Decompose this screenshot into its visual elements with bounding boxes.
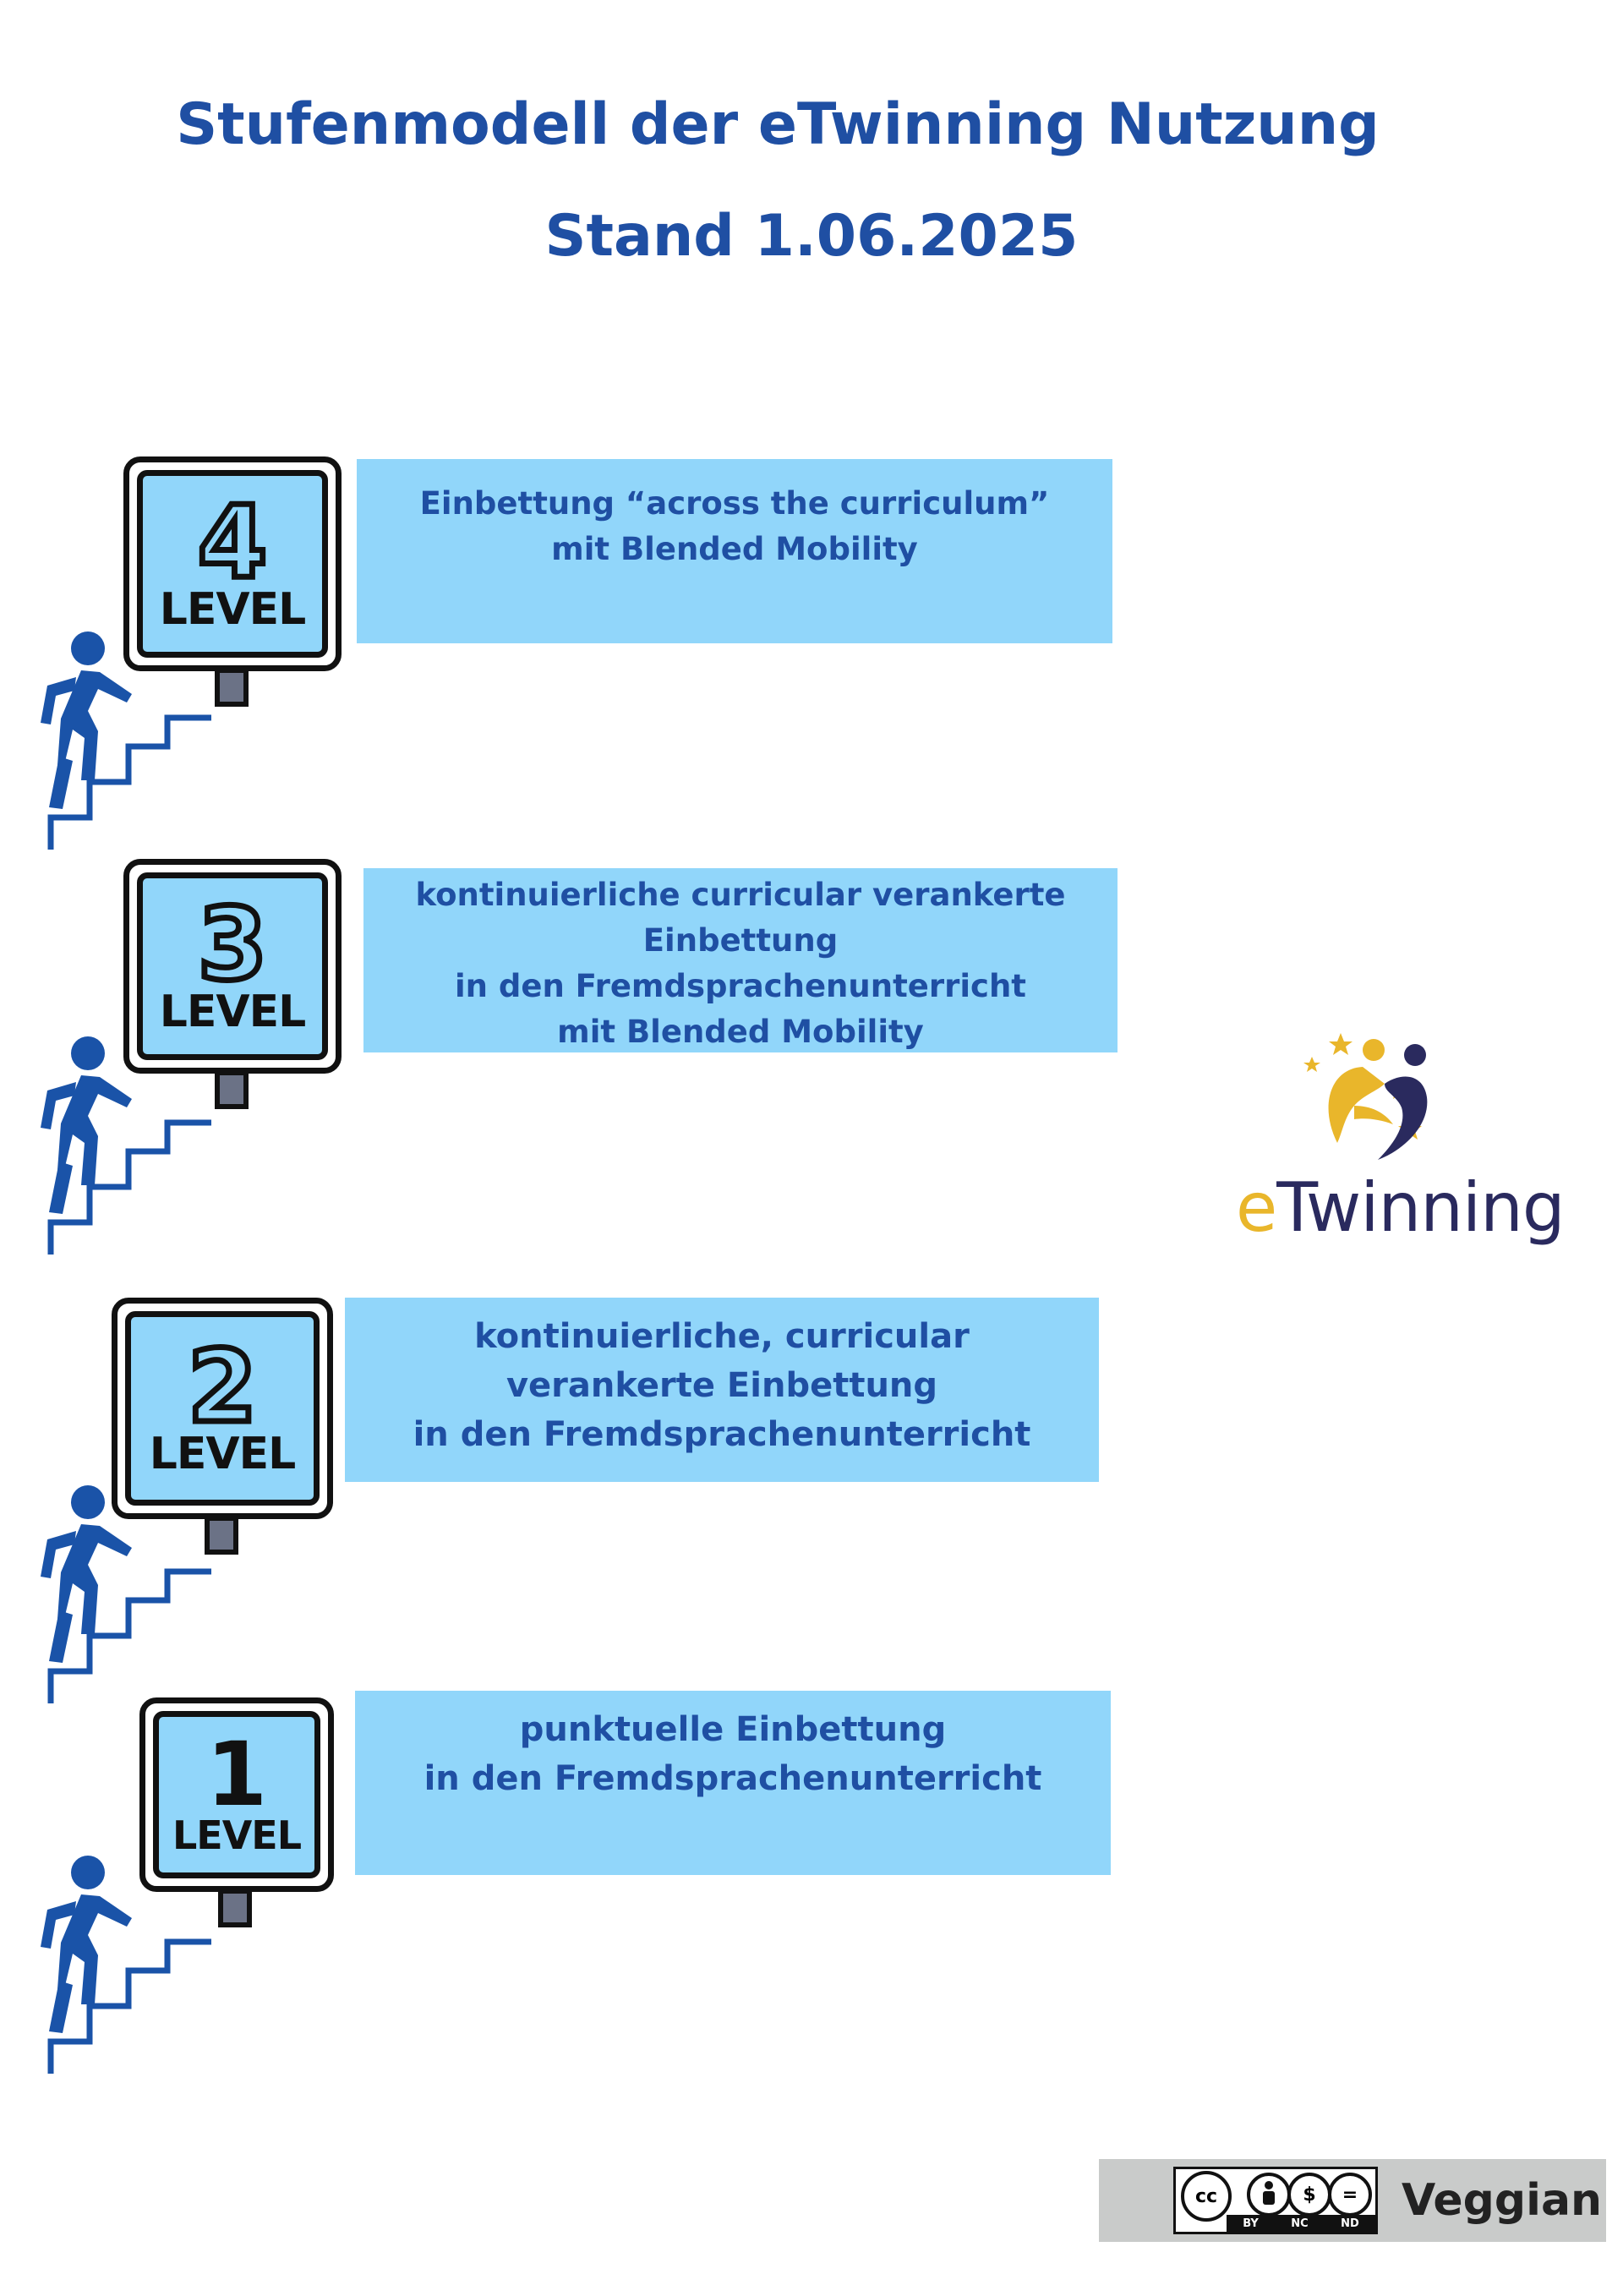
level-2-sign-post xyxy=(205,1516,238,1555)
noderivatives-icon: = xyxy=(1328,2173,1372,2217)
level-2-sign: 2 LEVEL xyxy=(112,1298,333,1519)
noncommercial-icon: $ xyxy=(1287,2173,1331,2217)
page-subtitle: Stand 1.06.2025 xyxy=(544,203,1079,270)
level-4-description-box: Einbettung “across the curriculum” mit B… xyxy=(357,459,1112,643)
cc-circle: cc xyxy=(1181,2171,1232,2222)
etwinning-wordmark: eTwinning xyxy=(1236,1168,1566,1247)
level-2-description: kontinuierliche, curricular verankerte E… xyxy=(413,1317,1031,1454)
level-1-sign: 1 LEVEL xyxy=(139,1697,334,1892)
level-4-sign: 4 LEVEL xyxy=(123,456,342,671)
creative-commons-icon: cc $ = BY NC ND xyxy=(1173,2167,1378,2234)
license-author: Veggian xyxy=(1402,2175,1603,2226)
level-2-label: LEVEL xyxy=(149,1429,297,1480)
level-2-description-box: kontinuierliche, curricular verankerte E… xyxy=(345,1298,1099,1482)
walking-upstairs-icon xyxy=(41,1036,211,1255)
level-1-description-box: punktuelle Einbettung in den Fremdsprach… xyxy=(355,1691,1111,1875)
level-1-number: 1 xyxy=(205,1723,268,1827)
level-3-label: LEVEL xyxy=(159,987,307,1038)
level-3-description: kontinuierliche curricular verankerte Ei… xyxy=(415,877,1066,1050)
level-1-label: LEVEL xyxy=(172,1812,302,1858)
license-term-by: BY xyxy=(1243,2217,1259,2230)
level-2-number: 2 xyxy=(184,1327,260,1445)
level-4-label: LEVEL xyxy=(159,584,307,636)
level-3-sign-post xyxy=(215,1070,249,1109)
level-1-sign-post xyxy=(218,1889,252,1927)
license-term-nd: ND xyxy=(1341,2217,1359,2230)
level-4-number: 4 xyxy=(194,483,270,600)
walking-upstairs-icon xyxy=(41,631,211,850)
page-title: Stufenmodell der eTwinning Nutzung xyxy=(176,91,1380,158)
license-badge: cc $ = BY NC ND Veggian xyxy=(1099,2159,1606,2242)
by-person-icon xyxy=(1247,2173,1291,2217)
level-3-sign: 3 LEVEL xyxy=(123,859,342,1074)
level-4-sign-post xyxy=(215,668,249,707)
etwinning-logo: eTwinning xyxy=(1236,1025,1582,1247)
level-1-description: punktuelle Einbettung in den Fremdsprach… xyxy=(424,1710,1042,1798)
walking-upstairs-icon xyxy=(41,1485,211,1703)
license-term-nc: NC xyxy=(1291,2217,1309,2230)
walking-upstairs-icon xyxy=(41,1856,211,2074)
level-4-description: Einbettung “across the curriculum” mit B… xyxy=(419,485,1050,567)
level-3-description-box: kontinuierliche curricular verankerte Ei… xyxy=(363,868,1118,1052)
level-3-number: 3 xyxy=(194,885,270,1003)
etwinning-logo-icon xyxy=(1303,1033,1428,1160)
